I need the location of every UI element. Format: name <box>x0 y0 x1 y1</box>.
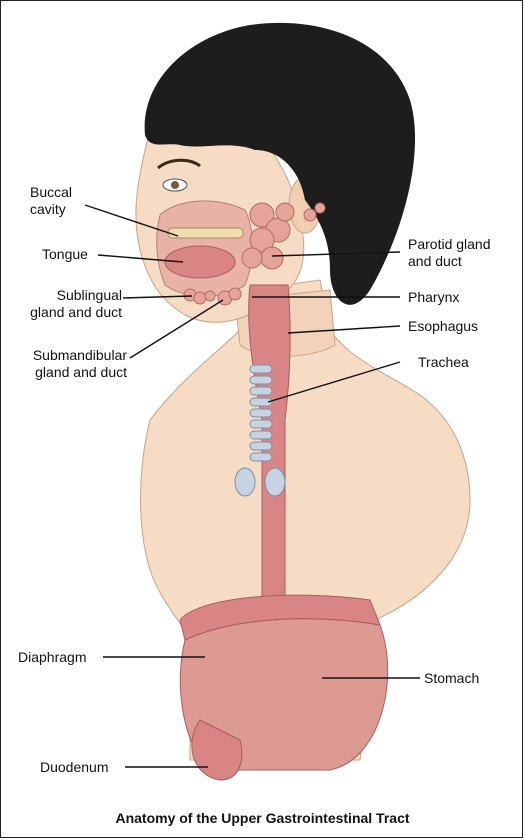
eyebrow <box>157 158 201 170</box>
stomach-shape <box>179 618 389 771</box>
label-sublingual: Sublingual gland and duct <box>30 287 122 320</box>
duodenum-shape <box>191 719 243 781</box>
label-stomach: Stomach <box>424 670 480 686</box>
label-duodenum: Duodenum <box>40 759 109 775</box>
trachea-rings <box>234 364 286 497</box>
leader-lines <box>84 204 420 768</box>
label-parotid: Parotid gland and duct <box>408 236 491 269</box>
hair <box>144 22 416 305</box>
parotid-gland <box>241 202 326 270</box>
label-pharynx: Pharynx <box>408 289 460 305</box>
label-esophagus: Esophagus <box>408 318 479 334</box>
label-diaphragm: Diaphragm <box>18 649 87 665</box>
tongue-shape <box>164 245 236 279</box>
palate <box>167 227 244 239</box>
figure-caption: Anatomy of the Upper Gastrointestinal Tr… <box>115 810 410 826</box>
label-trachea: Trachea <box>418 354 469 370</box>
label-tongue: Tongue <box>42 246 88 262</box>
sublingual-gland <box>183 288 216 305</box>
label-buccal-cavity: Buccal cavity <box>30 184 73 217</box>
iris-icon <box>171 181 179 189</box>
label-submandibular: Submandibular gland and duct <box>32 347 127 380</box>
